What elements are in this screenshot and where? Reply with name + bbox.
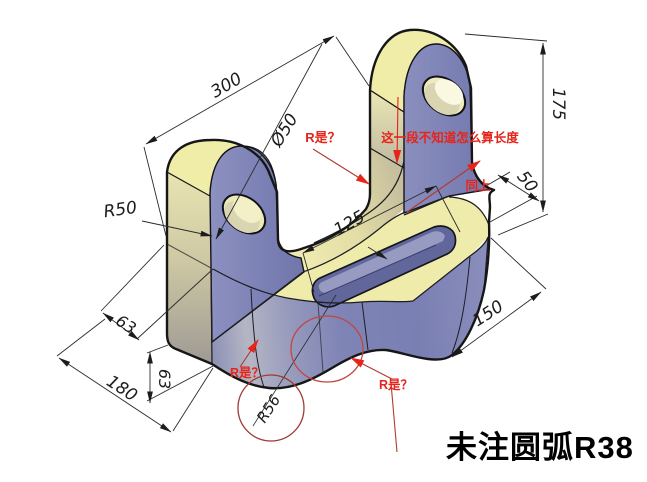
note-unnoted-arc-r38: 未注圆弧R38 [446, 430, 634, 465]
red-annotations: R是？ 这一段不知道怎么算长度 同上 R是？ R是？ [230, 96, 519, 453]
front-scoop-face [212, 237, 490, 389]
part-outline [165, 28, 496, 390]
left-lug-hole [221, 193, 267, 235]
balloon-r56-label: R56 [253, 391, 284, 426]
dimensions [56, 33, 549, 433]
red-question-bottom-left: R是？ [230, 366, 264, 380]
dim-50-label: 50 [512, 167, 541, 196]
red-leader-unknown-length [393, 96, 402, 164]
dim-radius-50-label: R50 [102, 198, 138, 222]
red-note-same-as-above: 同上 [465, 178, 491, 193]
red-note-unknown-length: 这一段不知道怎么算长度 [381, 130, 519, 145]
red-leader-bottom-left-r [239, 339, 259, 368]
red-question-bottom-right: R是？ [379, 378, 413, 392]
red-leader-bottom-right-r [350, 357, 393, 380]
dim-63-oblique-label: 63 [112, 311, 139, 338]
dim-180-label: 180 [103, 372, 141, 406]
saddle-ramp-face [278, 148, 404, 272]
left-end-face [167, 172, 212, 364]
dim-175-label: 175 [548, 88, 568, 120]
red-question-top: R是？ [305, 130, 340, 145]
red-highlight-circle [290, 315, 364, 383]
red-leader-tail [390, 382, 398, 453]
dim-diameter-50-label: Ø50 [266, 110, 302, 151]
dim-63-vertical-label: 63 [155, 369, 174, 389]
right-lug-hole [421, 75, 467, 117]
red-leader-top-r [312, 148, 370, 185]
left-face-crease [166, 243, 212, 269]
slot-inner-edge [318, 244, 437, 297]
red-leader-same-as-above [406, 160, 481, 213]
